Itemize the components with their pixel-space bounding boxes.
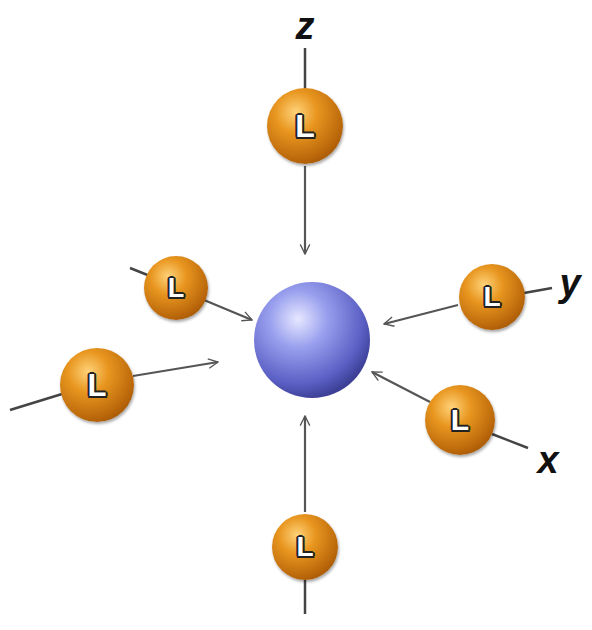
ligand-sphere: L <box>60 348 134 422</box>
ligand-label: L <box>483 283 500 311</box>
ligand-label: L <box>88 370 107 401</box>
ligand-sphere: L <box>267 88 343 164</box>
ligand-sphere: L <box>272 514 338 580</box>
metal-ion <box>254 282 370 398</box>
axis-label: y <box>559 264 580 302</box>
ligand-sphere: L <box>459 264 525 330</box>
ligand-label: L <box>296 533 313 561</box>
ligand-label: L <box>295 110 315 142</box>
ligand-sphere: L <box>425 385 495 455</box>
axis-lines <box>10 48 552 614</box>
ligand-label: L <box>168 275 185 302</box>
axis-label: z <box>296 7 315 45</box>
bond-arrows <box>133 166 458 512</box>
ligand-sphere: L <box>144 256 208 320</box>
axis-label: x <box>537 441 558 479</box>
ligand-label: L <box>451 405 469 435</box>
